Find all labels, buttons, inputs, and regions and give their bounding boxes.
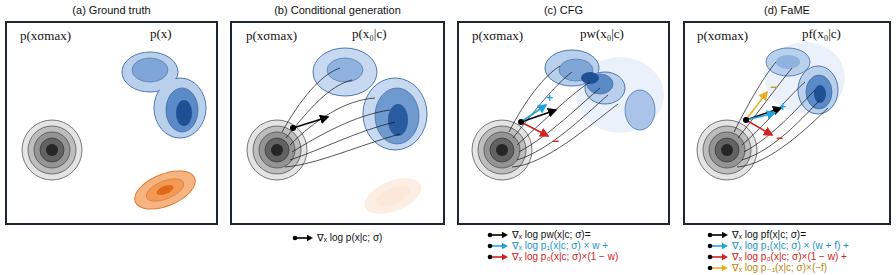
legend-arrow xyxy=(487,252,509,262)
legend-arrow xyxy=(292,233,314,243)
panel-heading: (d) FaME xyxy=(683,3,891,17)
legend-item: ∇ₓ log p₁(x|c; σ) × w + xyxy=(487,240,608,251)
sign-label: − xyxy=(552,134,559,149)
sign-label: − xyxy=(770,80,777,95)
density-label: p(xσmax) xyxy=(697,28,748,43)
density-label: pw(x₀|c) xyxy=(580,26,624,41)
density-label: p(xσmax) xyxy=(246,28,297,43)
panel-frame xyxy=(683,21,891,225)
panel-heading: (a) Ground truth xyxy=(5,3,218,17)
legend-text: ∇ₓ log p₁(x|c; σ) × w + xyxy=(512,240,608,251)
legend-item: ∇ₓ log p(x|c; σ) xyxy=(292,232,382,243)
legend-dot xyxy=(708,254,713,259)
legend-arrow xyxy=(487,230,509,240)
legend-text: ∇ₓ log p₀(x|c; σ)×(1 − w) xyxy=(512,251,618,262)
panel-heading: (b) Conditional generation xyxy=(230,3,445,17)
legend-text: ∇ₓ log pw(x|c; σ)= xyxy=(512,229,590,240)
legend-head xyxy=(307,234,313,240)
legend-dot xyxy=(488,243,493,248)
legend-dot xyxy=(488,254,493,259)
legend-dot xyxy=(708,265,713,270)
legend-dot xyxy=(708,232,713,237)
data-density xyxy=(122,52,206,138)
legend-item: ∇ₓ log p₁(x|c; σ) × (w + f) + xyxy=(707,240,849,251)
legend-dot xyxy=(293,235,298,240)
density-label: p(xσmax) xyxy=(472,28,523,43)
legend-item: ∇ₓ log pf(x|c; σ)= xyxy=(707,229,806,240)
legend-text: ∇ₓ log pf(x|c; σ)= xyxy=(732,229,806,240)
panel-frame xyxy=(457,21,670,225)
legend-head xyxy=(722,231,728,237)
legend-arrow xyxy=(707,230,729,240)
legend-arrow xyxy=(707,252,729,262)
legend-text: ∇ₓ log p₀(x|c; σ)×(1 − w) + xyxy=(732,251,847,262)
sign-label: + xyxy=(546,91,553,106)
legend-head xyxy=(722,242,728,248)
legend-item: ∇ₓ log pw(x|c; σ)= xyxy=(487,229,590,240)
legend-text: ∇ₓ log p₁(x|c; σ) × (w + f) + xyxy=(732,240,849,251)
legend-dot xyxy=(708,243,713,248)
legend-text: ∇ₓ log p(x|c; σ) xyxy=(317,232,382,243)
density-label: pf(x₀|c) xyxy=(802,26,841,41)
panel-frame xyxy=(5,21,218,225)
legend-head xyxy=(502,231,508,237)
sign-label: − xyxy=(776,131,783,146)
panel-frame xyxy=(230,21,445,225)
density-label: p(x₀|c) xyxy=(352,26,387,41)
legend-arrow xyxy=(487,241,509,251)
legend-item: ∇ₓ log p₋₁(x|c; σ)×(−f) xyxy=(707,262,827,273)
legend-dot xyxy=(488,232,493,237)
legend-arrow xyxy=(707,263,729,273)
legend-head xyxy=(502,253,508,259)
sign-label: + xyxy=(779,100,786,115)
legend-head xyxy=(722,253,728,259)
panel-heading: (c) CFG xyxy=(457,3,670,17)
density-label: p(xσmax) xyxy=(20,28,71,43)
legend-head xyxy=(722,264,728,270)
density-label: p(x) xyxy=(150,26,172,41)
legend-item: ∇ₓ log p₀(x|c; σ)×(1 − w) xyxy=(487,251,618,262)
legend-head xyxy=(502,242,508,248)
legend-arrow xyxy=(707,241,729,251)
legend-text: ∇ₓ log p₋₁(x|c; σ)×(−f) xyxy=(732,262,827,273)
legend-item: ∇ₓ log p₀(x|c; σ)×(1 − w) + xyxy=(707,251,847,262)
